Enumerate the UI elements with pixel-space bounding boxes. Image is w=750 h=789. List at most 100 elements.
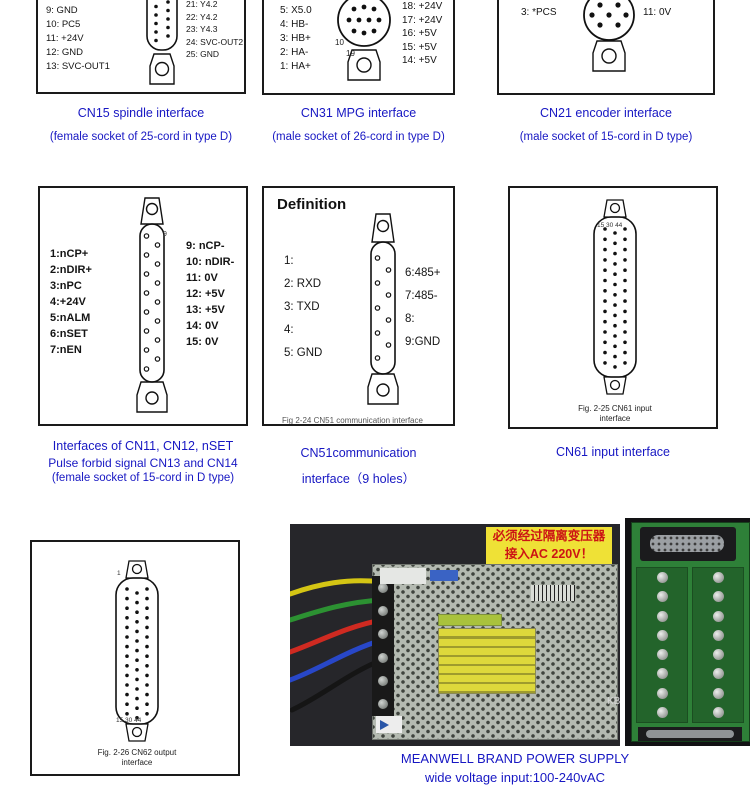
terminal-screw-icon bbox=[378, 675, 388, 686]
pin-label: 23: Y4.3 bbox=[186, 24, 218, 34]
psu-caption-line1: MEANWELL BRAND POWER SUPPLY bbox=[400, 751, 630, 766]
terminal-screw-icon bbox=[378, 699, 388, 710]
db25-connector-drawing bbox=[146, 0, 178, 85]
pin-label: 4: bbox=[284, 324, 294, 336]
cn51-caption-line2: interface（9 holes） bbox=[301, 472, 416, 486]
pin-label: 12: +5V bbox=[186, 288, 225, 300]
terminal-screw-icon bbox=[712, 668, 724, 680]
screw-hole-icon bbox=[609, 379, 621, 391]
pin-label: 4:+24V bbox=[50, 296, 86, 308]
brand-logo bbox=[376, 716, 402, 733]
cn31-subcaption: (male socket of 26-cord in type D) bbox=[272, 131, 445, 143]
screw-hole-icon bbox=[609, 202, 621, 214]
cn31-diagram-panel: 5: X5.0 4: HB- 3: HB+ 2: HA- 1: HA+ 10 1… bbox=[262, 0, 455, 95]
cn51-diagram-panel: Definition 1: 2: RXD 3: TXD 4: 5: GND 6:… bbox=[262, 186, 455, 426]
cn31-caption: CN31 MPG interface bbox=[300, 106, 417, 120]
cn21-right-pin-label: 11: 0V bbox=[643, 7, 671, 18]
connector-pin-numbers: 15 30 44 bbox=[597, 222, 623, 229]
pcb-bottom-db-connector bbox=[638, 727, 742, 741]
pin-label: 11: +24V bbox=[46, 33, 84, 44]
cn11-caption-line3: (female socket of 15-cord in D type) bbox=[51, 472, 235, 484]
pin-label: 9:GND bbox=[405, 336, 441, 348]
figure-caption-clipped: Fig 2-24 CN51 communication interface bbox=[282, 416, 423, 425]
cn61-diagram-panel: 15 30 44 Fig. 2-25 CN61 input interface bbox=[508, 186, 718, 429]
cn15-caption: CN15 spindle interface bbox=[77, 106, 205, 120]
pin-label: 15: 0V bbox=[186, 336, 219, 348]
terminal-screw-icon bbox=[712, 591, 724, 603]
pin-label: 3: *PCS bbox=[521, 7, 557, 18]
terminal-screw-icon bbox=[656, 687, 668, 699]
db44-connector-drawing: 1 15 30 44 bbox=[115, 560, 159, 742]
db44-connector-drawing: 15 30 44 bbox=[593, 199, 637, 395]
definition-title: Definition bbox=[277, 196, 347, 213]
cn51-left-pin-labels: 1: 2: RXD 3: TXD 4: 5: GND bbox=[284, 250, 322, 365]
psu-terminal-block bbox=[372, 576, 394, 716]
screw-hole-icon bbox=[356, 57, 372, 73]
cn11-right-pin-labels: 9: nCP- 10: nDIR- 11: 0V 12: +5V 13: +5V… bbox=[186, 238, 234, 350]
connector-shell bbox=[650, 535, 724, 552]
pin-label: 16: +5V bbox=[402, 28, 437, 39]
terminal-screw-icon bbox=[656, 629, 668, 641]
connector-pin-number: 1 bbox=[117, 570, 121, 577]
warning-line: 必须经过隔离变压器 bbox=[492, 529, 606, 543]
cn21-subcaption: (male socket of 15-cord in D type) bbox=[519, 131, 693, 143]
cn15-subcaption: (female socket of 25-cord in type D) bbox=[49, 131, 233, 143]
cn21-left-pin-label: 3: *PCS bbox=[521, 7, 557, 18]
screw-hole-icon bbox=[376, 383, 390, 397]
terminal-screw-icon bbox=[712, 572, 724, 584]
pcb-terminal-column bbox=[692, 567, 744, 723]
screw-hole-icon bbox=[601, 48, 617, 64]
pin-label: 10: nDIR- bbox=[186, 256, 235, 268]
cn61-figure-caption: Fig. 2-25 CN61 input interface bbox=[565, 404, 665, 423]
screw-hole-icon bbox=[145, 391, 159, 405]
pin-label: 3:nPC bbox=[50, 280, 82, 292]
pin-label: 21: Y4.2 bbox=[186, 0, 218, 9]
pin-label: 11: 0V bbox=[643, 7, 672, 18]
terminal-screw-icon bbox=[656, 572, 668, 584]
pin-label: 6:485+ bbox=[405, 267, 441, 279]
db9-connector-drawing bbox=[367, 213, 399, 405]
pin-label: 2: HA- bbox=[280, 47, 309, 58]
pin-label: 24: SVC-OUT2 bbox=[186, 36, 244, 47]
psu-barcode-sticker bbox=[526, 582, 580, 604]
pin-label: 17: +24V bbox=[402, 14, 443, 26]
pin-label: 5:nALM bbox=[50, 312, 91, 324]
figure-caption-line: interface bbox=[599, 413, 631, 423]
connector-pin-numbers: 15 30 44 bbox=[116, 717, 142, 724]
cn31-left-pin-labels: 5: X5.0 4: HB- 3: HB+ 2: HA- 1: HA+ bbox=[280, 4, 312, 74]
pin-label: 5: GND bbox=[284, 347, 323, 359]
cn61-caption: CN61 input interface bbox=[556, 445, 670, 459]
round-mpg-connector-drawing bbox=[337, 0, 391, 81]
cn51-caption-line1: CN51communication bbox=[300, 446, 417, 460]
power-supply-photo: 必须经过隔离变压器 接入AC 220V！ KB bbox=[290, 524, 620, 746]
cn11-caption-line2: Pulse forbid signal CN13 and CN14 bbox=[48, 456, 238, 470]
pin-label: 9: nCP- bbox=[186, 240, 225, 252]
pin-label: 25: GND bbox=[186, 49, 220, 59]
pin-label: 14: 0V bbox=[186, 320, 219, 332]
terminal-screw-icon bbox=[712, 629, 724, 641]
pcb-top-db-connector bbox=[640, 527, 736, 561]
breakout-board-photo bbox=[625, 518, 750, 746]
connector-pin-number: 9 bbox=[163, 231, 167, 238]
pin-label: 3: HB+ bbox=[280, 33, 311, 44]
cn31-right-pin-labels: 18: +24V 17: +24V 16: +5V 15: +5V 14: +5… bbox=[402, 0, 442, 68]
pin-label: 9: GND bbox=[46, 5, 78, 16]
connector-pin-number: 19 bbox=[346, 49, 355, 58]
pin-label: 22: Y4.2 bbox=[186, 11, 218, 22]
warning-label: 必须经过隔离变压器 接入AC 220V！ bbox=[486, 527, 612, 564]
pin-label: 11: 0V bbox=[186, 272, 218, 284]
logo-mark-icon bbox=[380, 720, 389, 730]
terminal-screw-icon bbox=[712, 706, 724, 718]
cn15-diagram-panel: 9: GND 10: PC5 11: +24V 12: GND 13: SVC-… bbox=[36, 0, 246, 94]
pin-label: 10: PC5 bbox=[46, 19, 81, 30]
pin-label: 8: bbox=[405, 313, 415, 325]
psu-rating-label bbox=[438, 628, 536, 694]
terminal-screw-icon bbox=[712, 649, 724, 661]
pin-label: 7:485- bbox=[405, 290, 438, 302]
terminal-screw-icon bbox=[656, 649, 668, 661]
cn62-figure-caption: Fig. 2-26 CN62 output interface bbox=[62, 748, 212, 767]
pin-label: 1: HA+ bbox=[280, 61, 311, 72]
terminal-screw-icon bbox=[712, 687, 724, 699]
psu-sticker bbox=[430, 570, 458, 581]
